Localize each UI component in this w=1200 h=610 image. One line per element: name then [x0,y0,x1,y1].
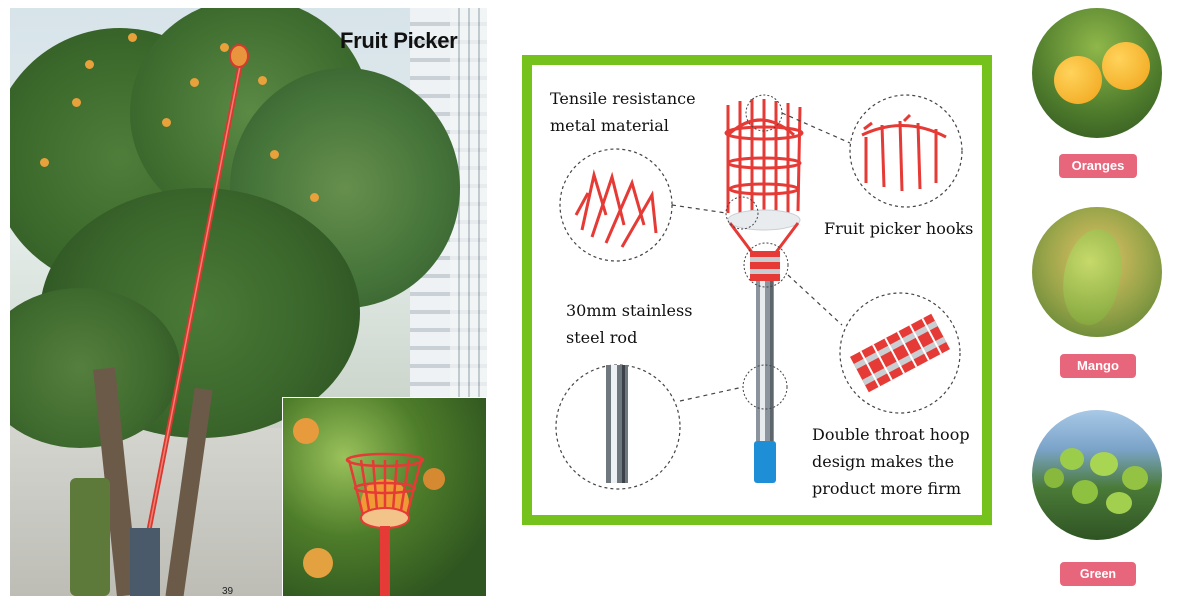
orange-fruit [190,78,199,87]
callout-tensile [559,148,673,262]
orange-fruit [85,60,94,69]
fruit-label-oranges: Oranges [1059,154,1137,178]
green-date-fruit [1044,468,1064,488]
picker-basket [724,99,804,217]
orange-fruit [1054,56,1102,104]
orange-fruit [1102,42,1150,90]
orange-fruit [220,43,229,52]
shrub [70,478,110,596]
callout-hooks [849,94,963,208]
green-date-fruit [1122,466,1148,490]
green-date-fruit [1090,452,1118,476]
label-double-throat-hoop: Double throat hoop design makes the prod… [812,425,970,498]
mango-fruit [1054,224,1130,330]
label-tensile-material: Tensile resistance metal material [550,89,696,135]
oranges-photo [1032,8,1162,138]
hoop-closeup [849,313,951,393]
orange-fruit [293,418,319,444]
orange-fruit [72,98,81,107]
product-diagram-frame: Tensile resistance metal material Fruit … [522,55,992,525]
green-date-photo [1032,410,1162,540]
orange-fruit [258,76,267,85]
green-date-fruit [1060,448,1084,470]
orange-fruit [270,150,279,159]
picker-basket-closeup [345,452,425,596]
fruit-label-green-date: Green date [1060,562,1136,605]
green-date-fruit [1072,480,1098,504]
hook-wires-closeup [574,169,658,248]
green-date-fruit [1106,492,1132,514]
fruit-picker-pole [130,44,249,596]
steel-rod-closeup [606,365,628,483]
orange-fruit [310,193,319,202]
tree-photo: Fruit Picker [10,8,487,596]
tree-canopy [10,288,180,448]
label-fruit-picker-hooks: Fruit picker hooks [824,219,974,238]
orange-fruit [128,33,137,42]
mango-photo [1032,207,1162,337]
label-steel-rod: 30mm stainless steel rod [566,301,693,347]
picker-closeup-photo [282,397,487,597]
hooks-closeup [861,113,947,192]
orange-fruit [40,158,49,167]
page-number: 39 [222,586,234,597]
fruit-picker-diagram [555,94,963,490]
orange-fruit [162,118,171,127]
orange-fruit [423,468,445,490]
orange-fruit [303,548,333,578]
fruit-label-mango: Mango [1060,354,1136,378]
photo-title: Fruit Picker [340,28,458,53]
